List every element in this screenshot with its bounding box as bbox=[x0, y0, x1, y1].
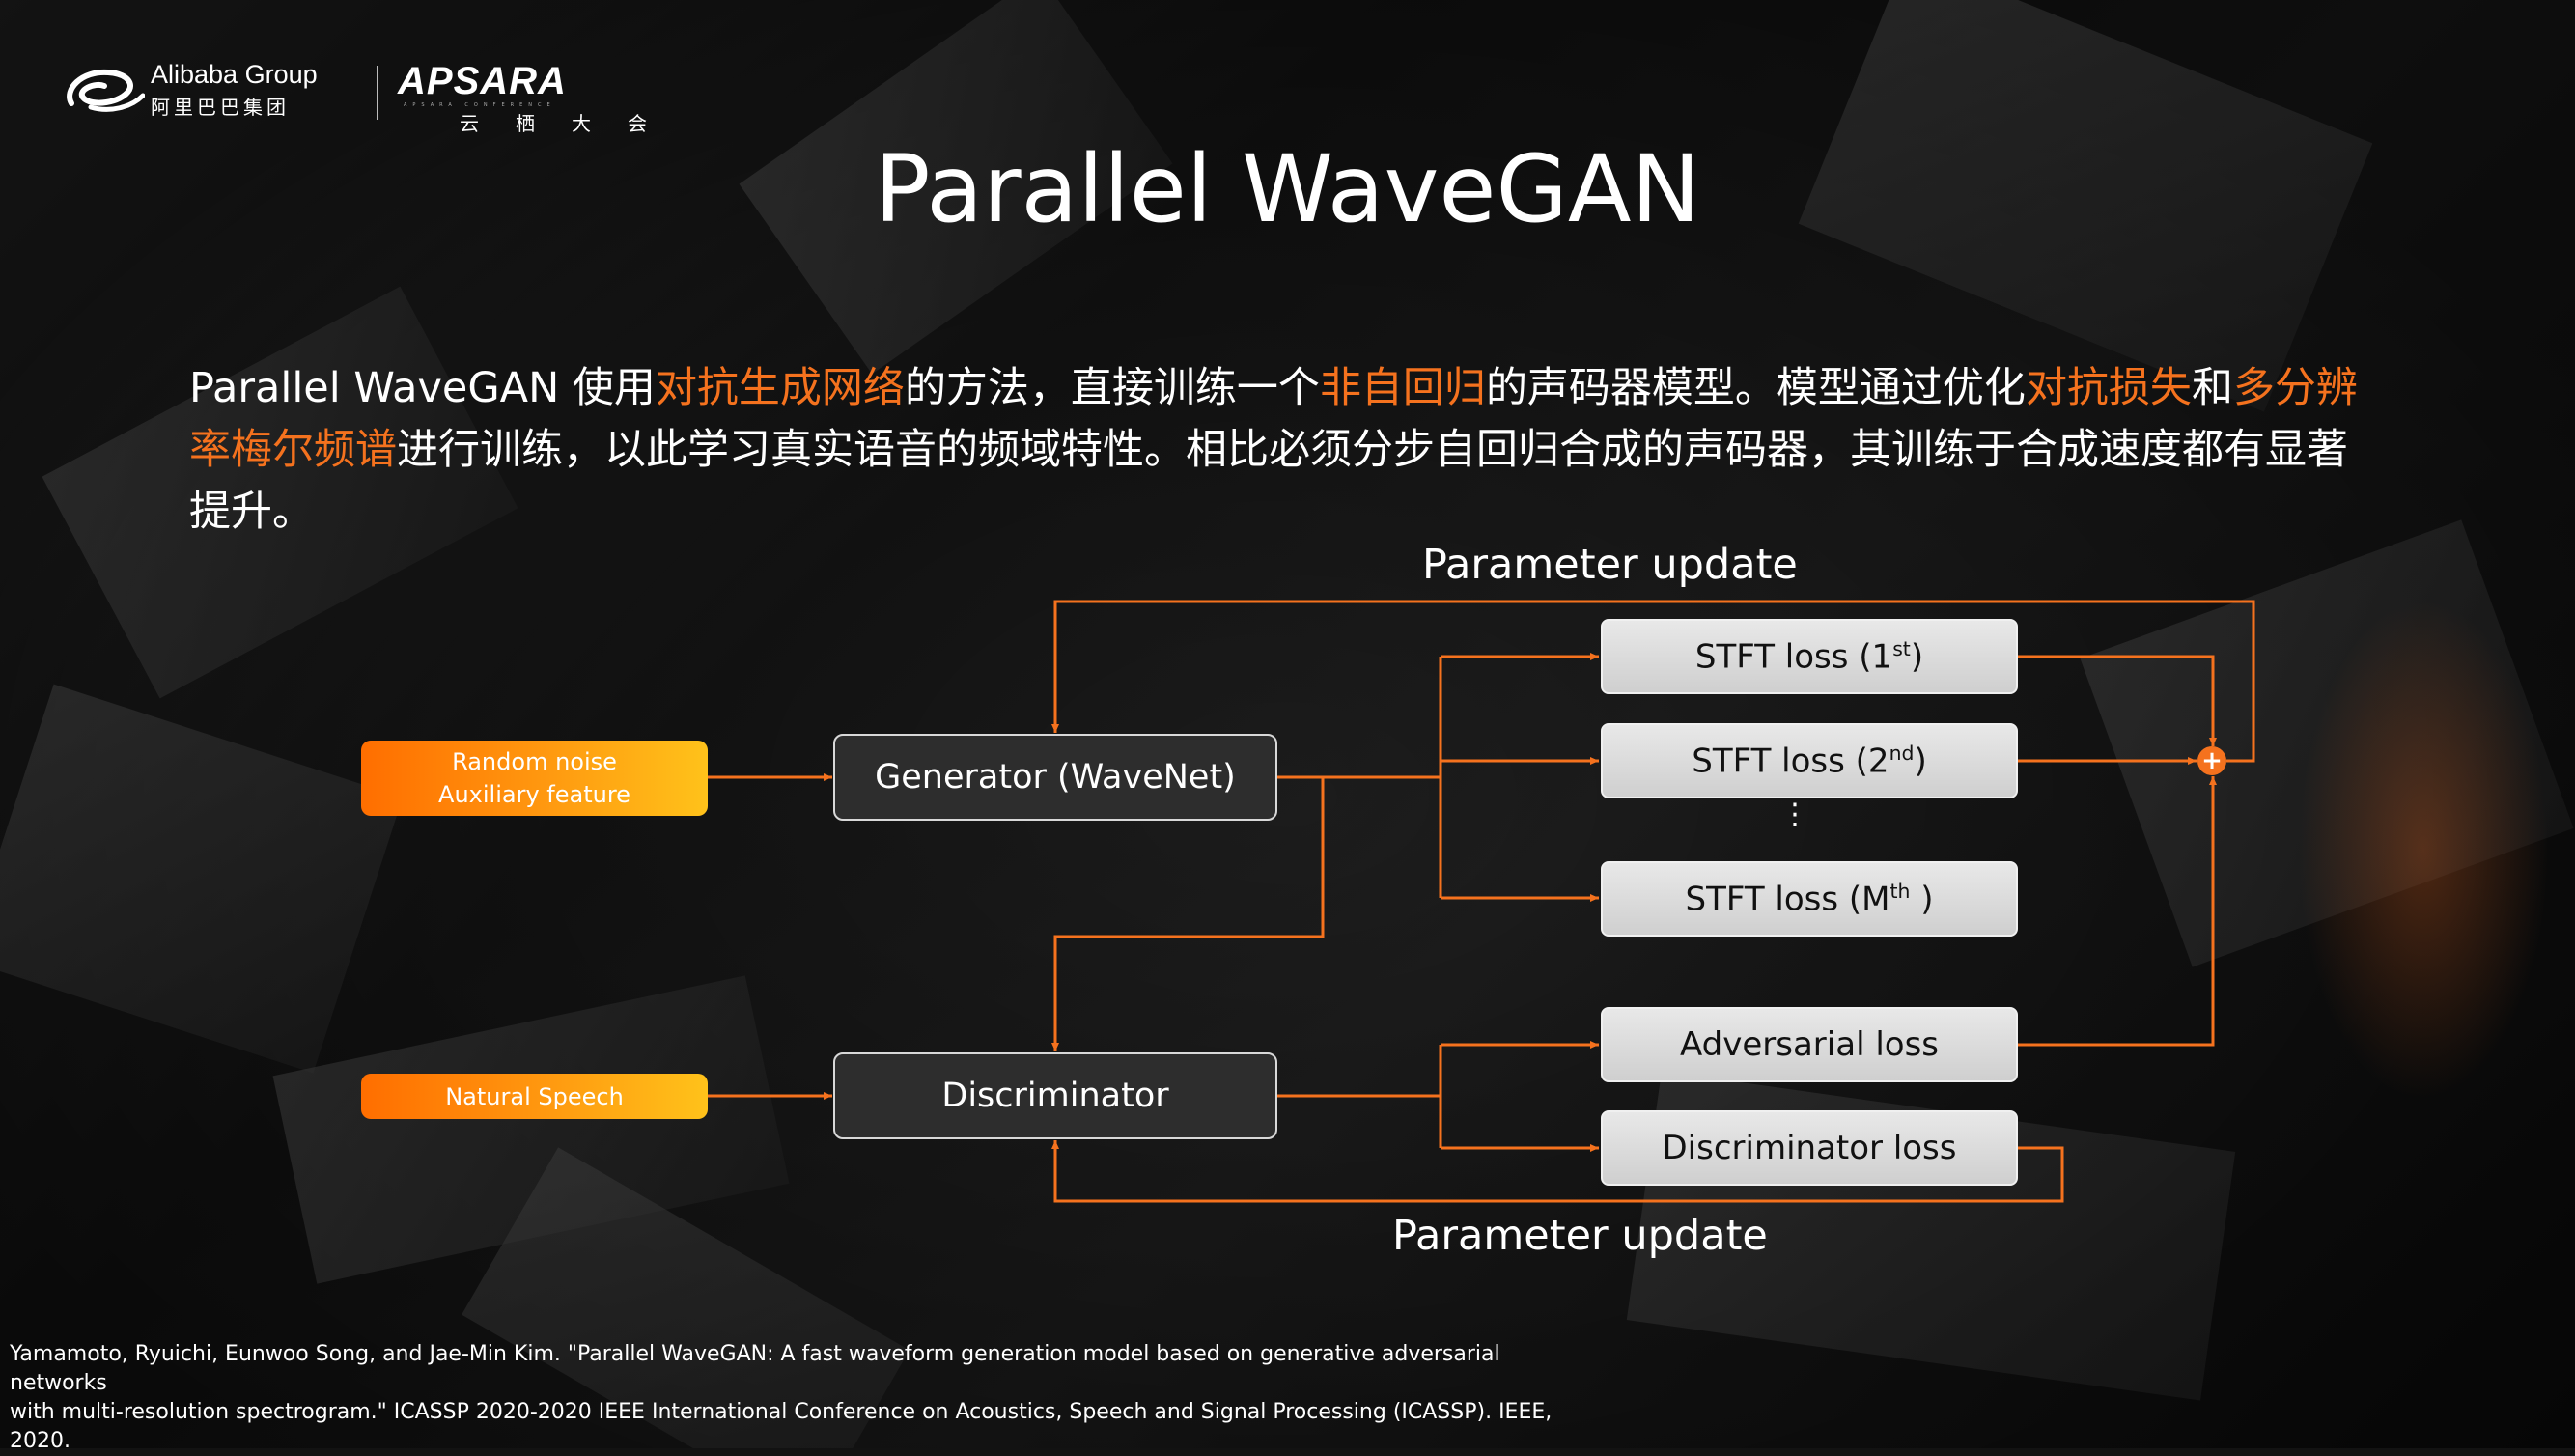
citation: Yamamoto, Ryuichi, Eunwoo Song, and Jae-… bbox=[10, 1340, 1603, 1456]
stft-loss-2-box: STFT loss (2nd) bbox=[1601, 723, 2018, 798]
stft-loss-1-box: STFT loss (1st) bbox=[1601, 619, 2018, 694]
stft2-sup: nd bbox=[1889, 742, 1915, 765]
input-natural-speech: Natural Speech bbox=[361, 1074, 708, 1119]
natural-speech-label: Natural Speech bbox=[445, 1080, 624, 1113]
stft-loss-m-box: STFT loss (Mth ) bbox=[1601, 861, 2018, 937]
citation-line-1: Yamamoto, Ryuichi, Eunwoo Song, and Jae-… bbox=[10, 1340, 1603, 1398]
discriminator-box: Discriminator bbox=[833, 1052, 1277, 1139]
stft1-label: STFT loss (1 bbox=[1695, 637, 1892, 676]
adversarial-loss-box: Adversarial loss bbox=[1601, 1007, 2018, 1082]
stft-ellipsis: ⋮ bbox=[1780, 809, 1809, 821]
edge-stft1-to-sum bbox=[2018, 657, 2213, 746]
discriminator-loss-box: Discriminator loss bbox=[1601, 1110, 2018, 1186]
auxiliary-feature-label: Auxiliary feature bbox=[438, 778, 630, 811]
stftm-sup: th bbox=[1889, 880, 1910, 903]
discriminator-label: Discriminator bbox=[941, 1077, 1168, 1115]
discriminator-loss-label: Discriminator loss bbox=[1662, 1129, 1956, 1167]
generator-label: Generator (WaveNet) bbox=[875, 758, 1236, 797]
input-random-noise: Random noise Auxiliary feature bbox=[361, 741, 708, 816]
stft1-sup: st bbox=[1892, 637, 1911, 660]
random-noise-label: Random noise bbox=[452, 745, 617, 778]
stft2-close: ) bbox=[1914, 742, 1926, 780]
edge-adversarial-to-sum bbox=[2018, 776, 2213, 1045]
parameter-update-bottom-label: Parameter update bbox=[1392, 1212, 1768, 1260]
citation-line-2: with multi-resolution spectrogram." ICAS… bbox=[10, 1398, 1603, 1456]
stft1-close: ) bbox=[1911, 637, 1923, 676]
adversarial-loss-label: Adversarial loss bbox=[1680, 1025, 1939, 1064]
stft2-label: STFT loss (2 bbox=[1692, 742, 1889, 780]
sum-symbol: + bbox=[2201, 746, 2223, 775]
parameter-update-top-label: Parameter update bbox=[1422, 541, 1798, 589]
generator-box: Generator (WaveNet) bbox=[833, 734, 1277, 821]
stftm-close: ) bbox=[1910, 880, 1933, 918]
stftm-label: STFT loss (M bbox=[1686, 880, 1890, 918]
sum-node: + bbox=[2197, 746, 2226, 775]
